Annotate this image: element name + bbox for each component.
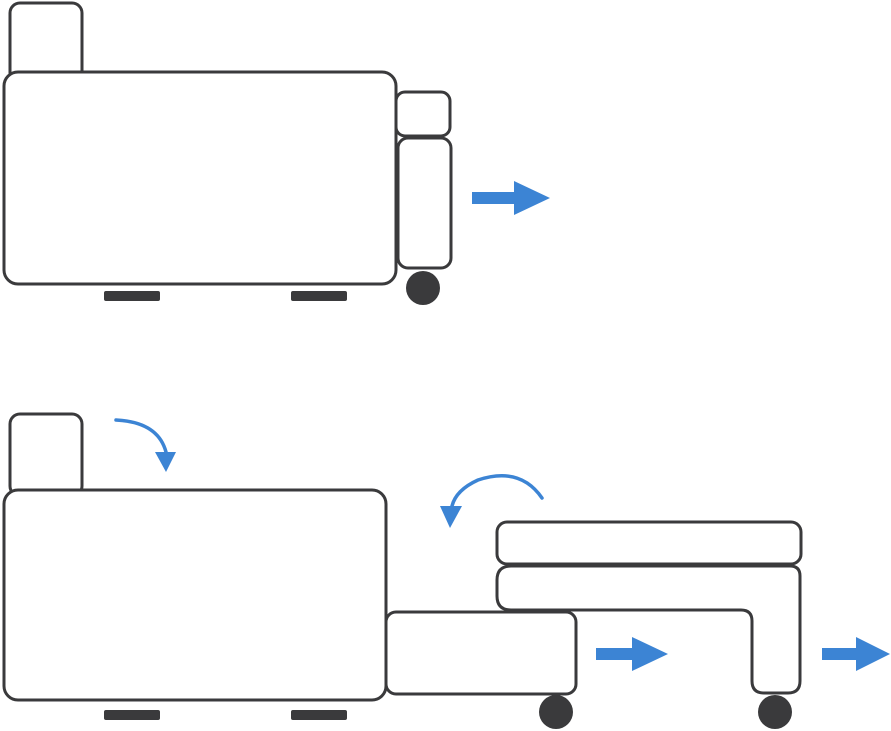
caster-wheel-icon xyxy=(406,271,440,305)
foot-icon xyxy=(291,710,347,720)
caster-wheel-icon xyxy=(539,695,573,729)
pull-right-arrow-icon xyxy=(822,637,890,671)
foot-icon xyxy=(291,291,347,301)
fold-down-arrow-icon xyxy=(114,418,168,454)
flip-over-arrowhead-icon xyxy=(440,506,462,528)
pull-right-arrow-icon xyxy=(472,181,550,215)
folded-sofa-scene xyxy=(2,1,550,305)
sofa-body-icon xyxy=(2,488,388,702)
sofa-body-icon xyxy=(2,70,398,286)
pull-right-arrow-icon xyxy=(596,637,668,671)
foot-icon xyxy=(104,710,160,720)
slide-out-base-icon xyxy=(384,610,578,696)
caster-wheel-icon xyxy=(758,695,792,729)
flip-over-arrow-icon xyxy=(450,474,544,508)
foot-icon xyxy=(104,291,160,301)
fold-down-arrowhead-icon xyxy=(155,452,176,472)
unfolded-sofa-scene xyxy=(2,412,890,729)
backrest-cushion-icon xyxy=(8,412,84,498)
armrest-icon xyxy=(394,90,452,138)
mattress-frame-icon xyxy=(495,564,802,695)
front-cushion-icon xyxy=(396,136,453,270)
top-cushion-icon xyxy=(495,520,803,566)
